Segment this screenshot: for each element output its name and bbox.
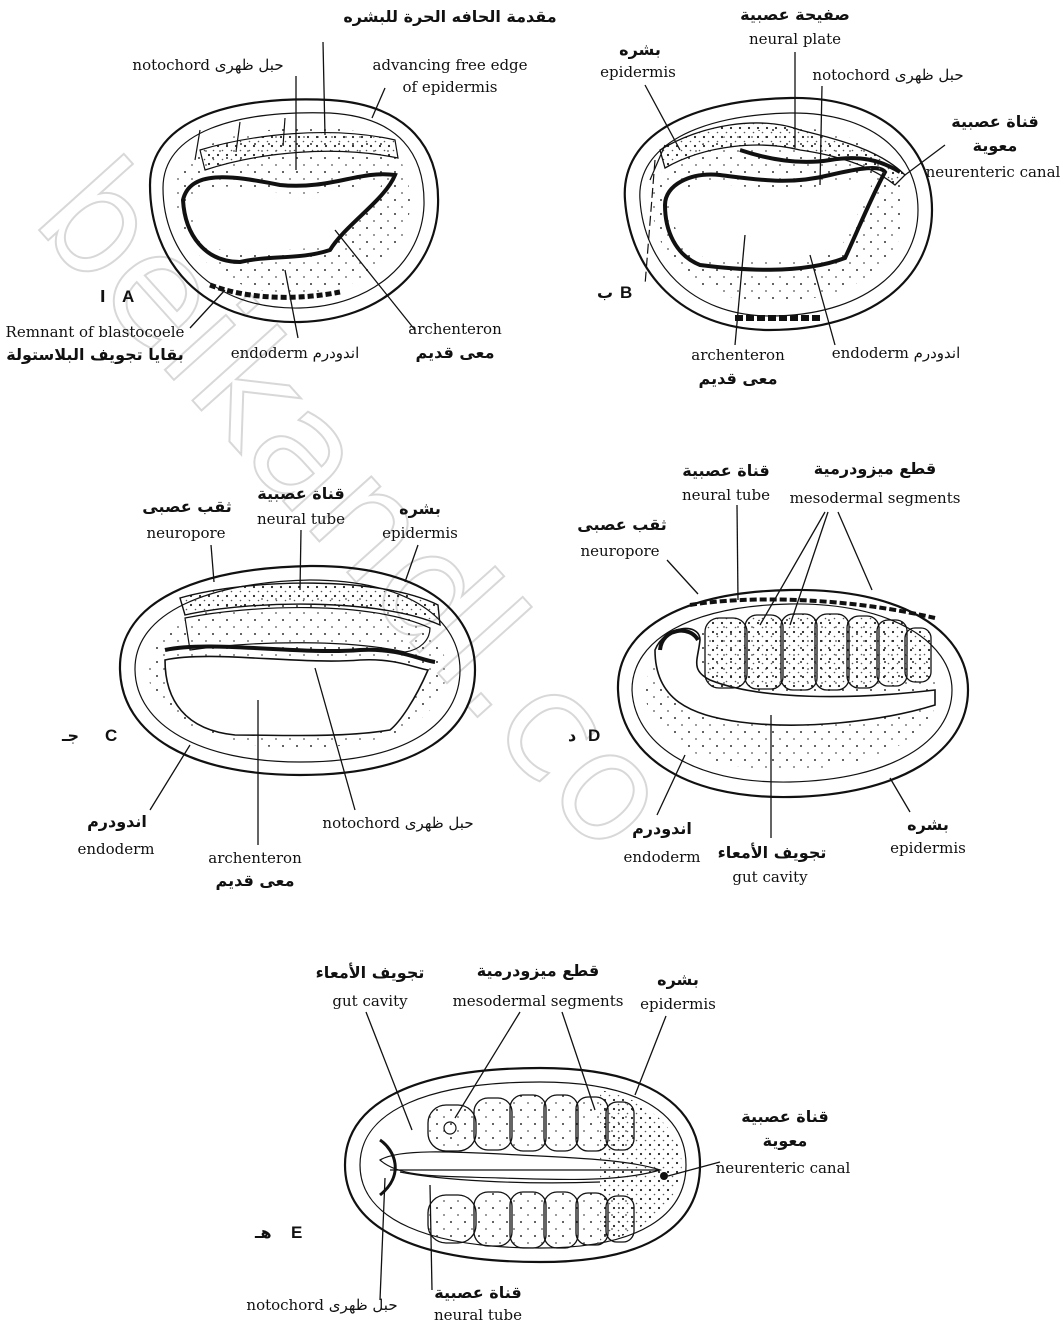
panel-d-gut-cavity-en: gut cavity [732,868,808,886]
panel-d-neural-tube-en: neural tube [682,486,770,504]
panel-a-archenteron-ar: معى قديم [416,343,495,362]
panel-e-letter-ar: هـ [254,1223,272,1242]
panel-c-epidermis-ar: بشره [399,499,441,518]
panel-d-endoderm-ar: اندودرم [632,819,692,838]
panel-c-neuropore-en: neuropore [146,524,225,542]
panel-e-somites-upper [428,1095,634,1151]
panel-a-endoderm: endoderm اندودرم [231,344,359,362]
panel-b-epidermis-en: epidermis [600,63,676,81]
panel-e-epidermis-ar: بشره [657,970,699,989]
panel-e-somites-lower [428,1192,634,1248]
panel-e-neurenteric-en: neurenteric canal [716,1159,851,1177]
panel-d-somites [705,614,931,690]
panel-b-archenteron-ar: معى قديم [699,369,778,388]
panel-b-neurenteric-ar-1: قناة عصبية [951,112,1039,131]
panel-c-notochord: notochord حبل ظهرى [322,814,473,832]
panel-a-archenteron-en: archenteron [408,320,502,338]
panel-a-letter-ar: ا [100,287,105,306]
panel-a-advancing-ar: مقدمة الحافه الحرة للبشره [343,7,556,26]
panel-b-archenteron-en: archenteron [691,346,785,364]
panel-b-letter: B [620,283,632,302]
panel-c-epidermis-en: epidermis [382,524,458,542]
panel-c-archenteron-en: archenteron [208,849,302,867]
panel-d-mesodermal-en: mesodermal segments [790,489,961,507]
panel-c-neural-tube-ar: قناة عصبية [257,484,345,503]
panel-b-notochord: notochord حبل ظهرى [812,66,963,84]
panel-d-neuropore-en: neuropore [580,542,659,560]
panel-e-neurenteric-ar-2: معوية [763,1131,808,1150]
panel-c-neuropore-ar: ثقب عصبى [142,497,231,516]
panel-c-archenteron-ar: معى قديم [216,871,295,890]
panel-e-gut-cavity-ar: تجويف الأمعاء [316,963,425,982]
panel-d-neuropore-ar: ثقب عصبى [577,515,666,534]
panel-d-neural-tube-ar: قناة عصبية [682,461,770,480]
panel-a [150,99,438,322]
panel-b-neural-plate-en: neural plate [749,30,841,48]
panel-e-neurenteric-ar-1: قناة عصبية [741,1107,829,1126]
panel-a-advancing-en-2: of epidermis [403,78,498,96]
panel-a-remnant-ar: بقايا تجويف البلاستولة [6,345,184,364]
panel-e-letter: E [291,1223,302,1242]
panel-d-mesodermal-ar: قطع ميزودرمية [814,459,936,478]
panel-b-epidermis-ar: بشره [619,40,661,59]
panel-c-endoderm-ar: اندودرم [87,812,147,831]
panel-a-notochord: notochord حبل ظهرى [132,56,283,74]
panel-e-mesodermal-ar: قطع ميزودرمية [477,961,599,980]
panel-c-neural-tube-en: neural tube [257,510,345,528]
panel-e-neural-tube-en: neural tube [434,1306,522,1324]
panel-e-gut-cavity-en: gut cavity [332,992,408,1010]
panel-d-letter-ar: د [568,726,576,745]
panel-d-epidermis-ar: بشره [907,815,949,834]
panel-d-letter: D [588,726,600,745]
panel-c-letter-ar: جـ [61,726,79,745]
panel-b-neurenteric-ar-2: معوية [973,136,1018,155]
panel-e [345,1068,700,1262]
panel-b-endoderm: endoderm اندودرم [832,344,960,362]
panel-d-epidermis-en: epidermis [890,839,966,857]
panel-d-endoderm-en: endoderm [623,848,700,866]
panel-e-mesodermal-en: mesodermal segments [453,992,624,1010]
panel-d-gut-cavity-ar: تجويف الأمعاء [718,843,827,862]
panel-e-neural-tube-ar: قناة عصبية [434,1283,522,1302]
panel-a-remnant-en: Remnant of blastocoele [6,323,185,341]
panel-b-letter-ar: ب [597,283,613,302]
panel-a-letter: A [122,287,134,306]
panel-b-neurenteric-en: neurenteric canal [926,163,1061,181]
panel-c-endoderm-en: endoderm [77,840,154,858]
panel-e-notochord: notochord حبل ظهرى [246,1296,397,1314]
panel-e-epidermis-en: epidermis [640,995,716,1013]
panel-a-advancing-en-1: advancing free edge [372,56,527,74]
panel-c-letter: C [105,726,117,745]
panel-b-neural-plate-ar: صفيحة عصبية [740,5,850,24]
